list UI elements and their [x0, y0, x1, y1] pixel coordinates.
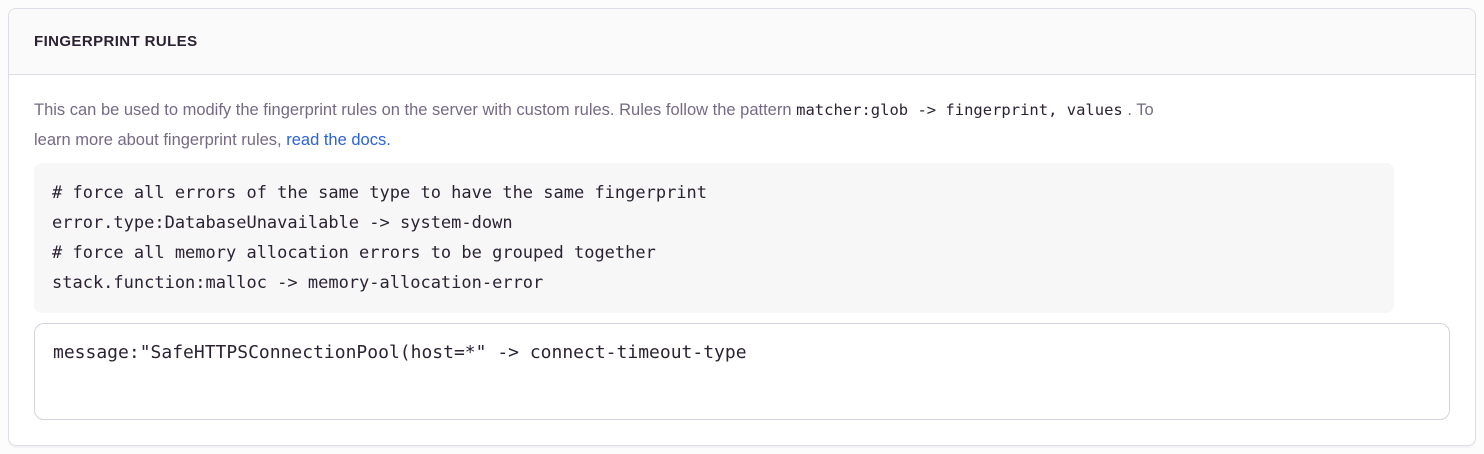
fingerprint-rules-description: This can be used to modify the fingerpri…: [34, 95, 1450, 155]
description-line2-text: learn more about fingerprint rules,: [34, 131, 287, 149]
fingerprint-rules-example-block: # force all errors of the same type to h…: [34, 163, 1394, 313]
description-text-after-code: . To: [1122, 101, 1154, 119]
panel-title: FINGERPRINT RULES: [34, 33, 198, 50]
read-the-docs-link[interactable]: read the docs.: [286, 131, 391, 149]
fingerprint-rules-input[interactable]: message:"SafeHTTPSConnectionPool(host=*"…: [34, 323, 1450, 420]
panel-header: FINGERPRINT RULES: [9, 9, 1475, 75]
description-text-before-code: This can be used to modify the fingerpri…: [34, 101, 797, 119]
pattern-inline-code: matcher:glob -> fingerprint, values: [796, 101, 1123, 119]
fingerprint-rules-panel: FINGERPRINT RULES This can be used to mo…: [8, 8, 1476, 446]
panel-body: This can be used to modify the fingerpri…: [9, 75, 1475, 445]
